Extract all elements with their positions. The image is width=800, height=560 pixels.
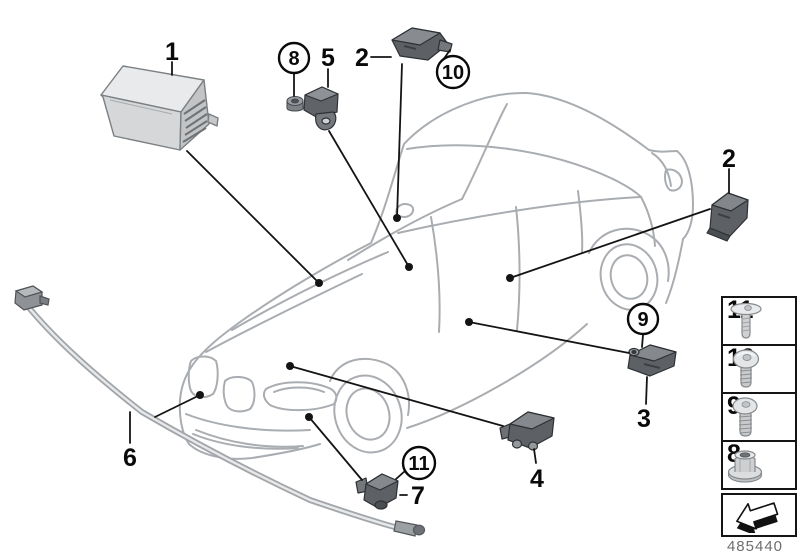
sensor-part-4: [499, 411, 555, 451]
leader-lines: [129, 49, 730, 496]
car-windshield-base: [347, 198, 463, 261]
cable-connector: [14, 285, 50, 311]
svg-text:9: 9: [637, 309, 648, 331]
car-roof-side-rail: [406, 144, 614, 180]
fastener-legend: 11 10 9: [721, 296, 797, 490]
car-outline: [178, 91, 694, 460]
callout-2-front[interactable]: 2: [355, 44, 369, 72]
callout-7[interactable]: 7: [411, 482, 425, 510]
car-front-door-edge: [430, 216, 441, 333]
control-module-part-1: [100, 65, 219, 151]
kidney-grille-right: [222, 376, 256, 413]
kidney-grille-left: [187, 355, 219, 399]
circled-callout-11[interactable]: 11: [401, 445, 437, 481]
car-trunk-shutline: [651, 152, 672, 187]
direction-arrow-box: [721, 493, 797, 537]
module-pin: [207, 113, 219, 127]
svg-text:11: 11: [408, 453, 429, 475]
circled-callout-9[interactable]: 9: [626, 302, 660, 336]
car-taillight: [664, 168, 683, 192]
cable-end-ferrule: [393, 520, 426, 537]
car-silhouette: [179, 91, 694, 401]
button-head-screw-icon: [732, 397, 758, 437]
car-fender-line: [205, 273, 363, 353]
car-lower-intake: [195, 429, 304, 448]
cable-core: [24, 302, 404, 531]
car-sill-line: [406, 323, 588, 429]
module-connector-ribs: [182, 99, 208, 143]
sensor-part-2-rear: [706, 192, 749, 242]
pan-head-screw-icon: [732, 349, 760, 388]
callout-1[interactable]: 1: [165, 38, 179, 66]
callout-labels: 1 5 2 2 3 4 6 7: [123, 38, 736, 510]
car-c-pillar: [612, 178, 642, 198]
bushing-part-8: [286, 95, 304, 112]
callout-3[interactable]: 3: [637, 405, 651, 433]
headlight-inner-line: [273, 386, 325, 393]
sensor-part-2-front: [391, 27, 453, 61]
callout-2-rear[interactable]: 2: [722, 145, 736, 173]
legend-row-10[interactable]: 10: [723, 344, 795, 394]
flat-head-screw-icon: [730, 302, 762, 339]
headlight: [262, 381, 338, 412]
car-rear-window-divider: [577, 190, 584, 253]
svg-text:8: 8: [288, 48, 299, 70]
sensor-part-3: [627, 344, 677, 377]
callout-5[interactable]: 5: [321, 44, 335, 72]
legend-row-8[interactable]: 8: [723, 440, 795, 488]
circled-callout-8[interactable]: 8: [277, 41, 311, 75]
callout-6[interactable]: 6: [123, 444, 137, 472]
callout-4[interactable]: 4: [530, 465, 544, 493]
car-rear-quarter-line: [640, 196, 656, 247]
flange-nut-icon: [727, 450, 763, 483]
rear-wheel-arch: [588, 227, 670, 282]
circled-callouts: 8 10 9 11: [277, 41, 660, 481]
front-wheel-arch: [329, 357, 410, 416]
cable-part-6: [14, 285, 426, 537]
rear-wheel: [588, 227, 670, 311]
sensor-part-7: [355, 473, 399, 510]
diagram-part-number: 485440: [726, 538, 784, 555]
leader-dots: [196, 214, 514, 421]
car-b-pillar: [515, 206, 521, 331]
svg-text:10: 10: [442, 62, 464, 84]
car-bumper-line-2: [192, 433, 299, 450]
legend-row-11[interactable]: 11: [723, 296, 795, 346]
front-wheel: [329, 357, 410, 454]
direction-arrow-icon: [736, 502, 779, 533]
car-hood-crease: [231, 251, 389, 331]
car-bumper-line-1: [185, 413, 311, 432]
sensor-part-5: [303, 86, 339, 131]
cable-outer: [23, 301, 405, 532]
legend-row-9[interactable]: 9: [723, 392, 795, 442]
car-beltline: [397, 196, 642, 234]
circled-callout-10[interactable]: 10: [435, 54, 471, 90]
car-rear-lower: [665, 238, 684, 304]
car-a-pillar-right: [461, 103, 508, 200]
